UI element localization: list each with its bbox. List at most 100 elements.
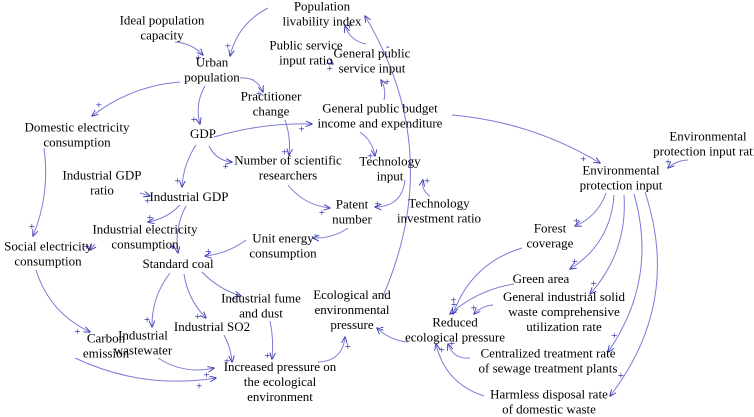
link-unit-energy-consumption-to-standard-coal [205, 239, 247, 256]
polarity-positive-33: + [144, 314, 150, 326]
node-label-line: Technology [408, 196, 470, 211]
node-label-line: ratio [90, 183, 114, 198]
node-label-line: of sewage treatment plants [479, 361, 618, 376]
node-label-line: Domestic electricity [24, 120, 130, 135]
link-ecological-and-environmental-pressure-to-population-livability-index [365, 16, 411, 297]
link-standard-coal-to-industrial-so2 [183, 273, 206, 318]
node-label-line: input ratio [279, 53, 333, 68]
node-label-line: wastewater [114, 343, 173, 358]
polarity-positive-39: + [345, 341, 351, 353]
node-standard-coal: Standard coal [142, 256, 214, 271]
node-label-line: Industrial [118, 328, 168, 343]
polarity-positive-45: + [439, 344, 445, 356]
link-technology-investment-ratio-to-technology-input [423, 180, 431, 197]
node-label-line: the ecological [244, 374, 317, 389]
link-industrial-gdp-ratio-to-industrial-gdp [139, 193, 150, 196]
links-layer [33, 7, 689, 396]
polarity-positive-38: + [196, 381, 202, 393]
node-label-line: population [184, 70, 240, 85]
node-label-line: General industrial solid [503, 289, 626, 304]
node-label-line: General public budget [322, 101, 438, 116]
link-standard-coal-to-industrial-wastewater [152, 272, 171, 327]
polarity-negative-40: - [386, 41, 390, 53]
polarity-positive-21: + [169, 242, 175, 254]
link-industrial-gdp-to-industrial-electricity-consumption [148, 204, 181, 222]
link-green-area-to-reduced-ecological-pressure [450, 283, 515, 314]
link-centralized-treatment-rate-to-reduced-ecological-pressure [448, 344, 471, 359]
node-label-line: number [332, 212, 372, 227]
node-label-line: Industrial SO2 [174, 319, 250, 334]
node-label-line: Social electricity [4, 239, 92, 254]
link-industrial-fume-and-dust-to-increased-pressure [270, 320, 273, 359]
node-label-line: Unit energy [252, 231, 314, 246]
node-label-line: Population [294, 0, 351, 14]
link-industrial-gdp-to-standard-coal [177, 205, 187, 253]
node-gdp: GDP [190, 126, 216, 141]
node-label-line: Number of scientific [234, 153, 342, 168]
link-general-public-budget-to-technology-input [359, 131, 375, 156]
polarity-positive-9: + [298, 124, 304, 136]
link-number-of-scientific-researchers-to-patent-number [287, 184, 330, 208]
link-gdp-to-industrial-gdp [182, 144, 197, 187]
link-environmental-protection-input-to-forest-coverage [575, 192, 607, 226]
node-label-line: emission [83, 346, 130, 361]
polarity-negative-46: - [380, 321, 384, 333]
node-label-line: consumption [111, 237, 179, 252]
polarity-positive-1: + [195, 52, 201, 64]
link-reduced-ecological-pressure-to-ecological-and-environmental-pressure [377, 328, 409, 343]
link-domestic-electricity-consumption-to-social-electricity-consumption [33, 147, 47, 236]
polarity-positive-43: + [470, 303, 476, 315]
link-standard-coal-to-industrial-fume-and-dust [201, 271, 241, 296]
node-label-line: Harmless disposal rate [490, 387, 608, 402]
link-environmental-protection-input-to-centralized-treatment-rate [608, 193, 643, 352]
polarity-positive-12: + [174, 175, 180, 187]
polarity-layer: +++++++++++++++++++++++-+++++++++++++++-… [29, 21, 671, 393]
node-label-line: Industrial GDP [149, 189, 228, 204]
link-industrial-electricity-consumption-to-social-electricity-consumption [90, 244, 95, 250]
node-label-line: consumption [43, 135, 111, 150]
polarity-positive-27: + [572, 256, 578, 268]
polarity-positive-22: + [29, 221, 35, 233]
link-increased-pressure-to-ecological-and-environmental-pressure [317, 337, 345, 363]
node-label-line: Technology [359, 154, 421, 169]
polarity-positive-4: + [96, 100, 102, 112]
link-forest-coverage-to-reduced-ecological-pressure [453, 247, 523, 314]
polarity-positive-14: + [367, 150, 373, 162]
polarity-positive-41: + [450, 294, 456, 306]
polarity-positive-32: + [194, 311, 200, 323]
node-label-line: utilization rate [526, 319, 602, 334]
node-label-line: Centralized treatment rate [481, 346, 616, 361]
node-label-line: Practitioner [241, 89, 302, 104]
polarity-positive-34: + [74, 326, 80, 338]
polarity-positive-42: + [451, 299, 457, 311]
polarity-positive-31: + [230, 294, 236, 306]
node-label-line: livability index [282, 14, 362, 29]
link-industrial-so2-to-increased-pressure [223, 334, 232, 362]
node-label-line: GDP [190, 126, 216, 141]
polarity-positive-18: + [424, 175, 430, 187]
polarity-positive-19: + [319, 207, 325, 219]
node-label-line: pressure [330, 317, 374, 332]
polarity-positive-15: + [580, 154, 586, 166]
node-label-line: Reduced [432, 315, 478, 330]
polarity-positive-30: + [618, 370, 624, 382]
polarity-positive-35: + [264, 350, 270, 362]
link-gdp-to-general-public-budget [213, 124, 312, 138]
polarity-positive-16: + [665, 157, 671, 169]
